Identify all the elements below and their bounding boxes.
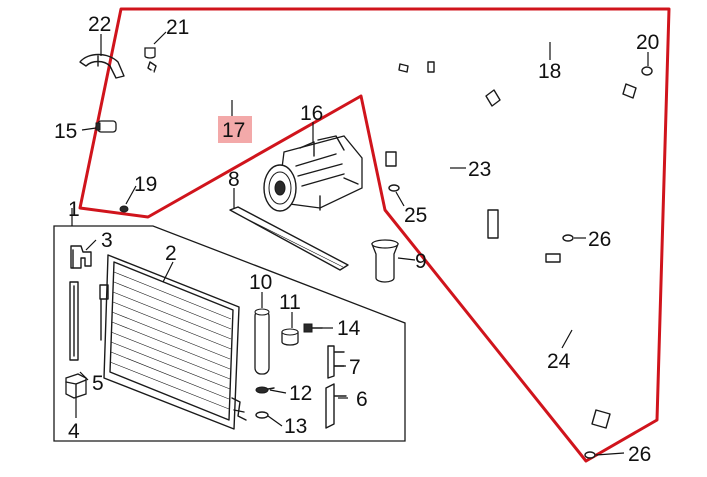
- callout-15[interactable]: 15: [54, 120, 77, 143]
- callout-7[interactable]: 7: [349, 356, 361, 379]
- bracket-part-3[interactable]: [70, 245, 92, 269]
- fitting-part-15[interactable]: [95, 120, 117, 133]
- callout-12[interactable]: 12: [289, 382, 312, 405]
- highlight-box-17: [218, 116, 252, 143]
- callout-1[interactable]: 1: [68, 198, 80, 221]
- condenser-core[interactable]: [99, 254, 247, 430]
- callout-23[interactable]: 23: [468, 158, 491, 181]
- callout-24[interactable]: 24: [547, 350, 571, 373]
- callout-17[interactable]: 17: [222, 119, 245, 142]
- leader-lines: [71, 31, 649, 456]
- callout-labels: 1 2 3 4 5 6 7 8 9 10 11 12 13 14 15 16 1…: [54, 13, 659, 466]
- oring-part-26-lower[interactable]: [584, 451, 596, 459]
- callout-2[interactable]: 2: [165, 242, 177, 265]
- clip-part-12[interactable]: [255, 386, 275, 394]
- callout-22[interactable]: 22: [88, 13, 111, 36]
- bracket-part-6[interactable]: [325, 383, 347, 429]
- callout-26-lower[interactable]: 26: [628, 443, 651, 466]
- bracket-part-7[interactable]: [327, 345, 345, 379]
- callout-4[interactable]: 4: [68, 420, 80, 443]
- hose-part-24[interactable]: [530, 253, 611, 430]
- oring-part-26-upper[interactable]: [562, 234, 574, 242]
- clamp-part-22[interactable]: [79, 53, 125, 79]
- seal-strip-part-8[interactable]: [229, 206, 349, 271]
- callout-8[interactable]: 8: [228, 168, 240, 191]
- callout-26-upper[interactable]: 26: [588, 228, 611, 251]
- bracket-part-5[interactable]: [69, 281, 79, 361]
- hose-part-18[interactable]: [427, 41, 637, 107]
- hose-part-19[interactable]: [115, 70, 154, 213]
- oring-part-13[interactable]: [255, 411, 269, 419]
- callout-5[interactable]: 5: [92, 372, 104, 395]
- callout-21[interactable]: 21: [166, 16, 189, 39]
- hose-part-23[interactable]: [385, 130, 499, 240]
- callout-13[interactable]: 13: [284, 415, 307, 438]
- callout-11[interactable]: 11: [279, 291, 301, 314]
- callout-6[interactable]: 6: [356, 388, 368, 411]
- condenser-assembly-box: [53, 225, 406, 442]
- callout-18[interactable]: 18: [538, 60, 561, 83]
- callout-20[interactable]: 20: [636, 31, 659, 54]
- callout-14[interactable]: 14: [337, 317, 361, 340]
- callout-19[interactable]: 19: [134, 173, 157, 196]
- highlighted-group-outline: [78, 7, 671, 463]
- callout-9[interactable]: 9: [415, 250, 427, 273]
- valve-part-9[interactable]: [371, 239, 399, 283]
- bolt-part-14[interactable]: [303, 323, 323, 333]
- receiver-drier[interactable]: [254, 308, 270, 375]
- hose-part-17[interactable]: [147, 14, 409, 100]
- callout-3[interactable]: 3: [101, 229, 113, 252]
- cap-part-21[interactable]: [144, 47, 156, 59]
- callout-10[interactable]: 10: [249, 271, 272, 294]
- ac-compressor[interactable]: [263, 135, 363, 212]
- callout-16[interactable]: 16: [300, 102, 323, 125]
- oring-part-25[interactable]: [388, 184, 400, 192]
- callout-25[interactable]: 25: [404, 204, 427, 227]
- cap-part-11[interactable]: [281, 328, 299, 346]
- oring-part-20[interactable]: [641, 66, 653, 76]
- mount-part-4[interactable]: [65, 373, 87, 399]
